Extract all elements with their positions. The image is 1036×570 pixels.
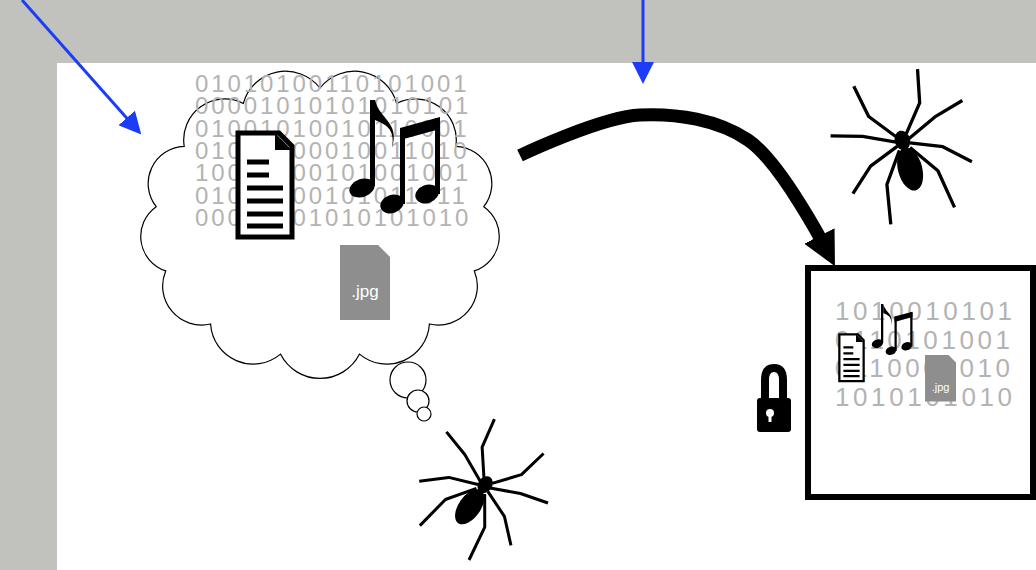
file-extension: .jpg — [340, 282, 390, 302]
thought-cloud: 0101010011010100100001010101010101010010… — [120, 58, 520, 388]
pointer-arrow — [22, 0, 132, 124]
document-icon — [238, 133, 292, 237]
document-icon — [839, 334, 863, 381]
binary-text: 0110101001 — [835, 326, 1035, 354]
flow-arrow — [520, 115, 828, 252]
white-panel — [57, 63, 1036, 570]
binary-text: 00001010101010101 — [195, 95, 505, 117]
spider-icon — [820, 60, 989, 233]
music-icon — [347, 100, 442, 217]
file-extension: .jpg — [925, 381, 956, 394]
padlock-icon — [757, 368, 791, 432]
locked-box: 1010010101011010100101100010101010101010… — [805, 265, 1036, 500]
image-file-icon — [925, 355, 956, 402]
binary-text: 1010010101 — [835, 297, 1035, 325]
binary-text: 01010100110101001 — [195, 73, 505, 95]
spider-icon — [394, 401, 570, 570]
thought-bubble — [417, 407, 431, 421]
image-file-icon — [340, 245, 390, 320]
pointer-arrow — [642, 0, 645, 70]
music-icon — [871, 304, 914, 356]
